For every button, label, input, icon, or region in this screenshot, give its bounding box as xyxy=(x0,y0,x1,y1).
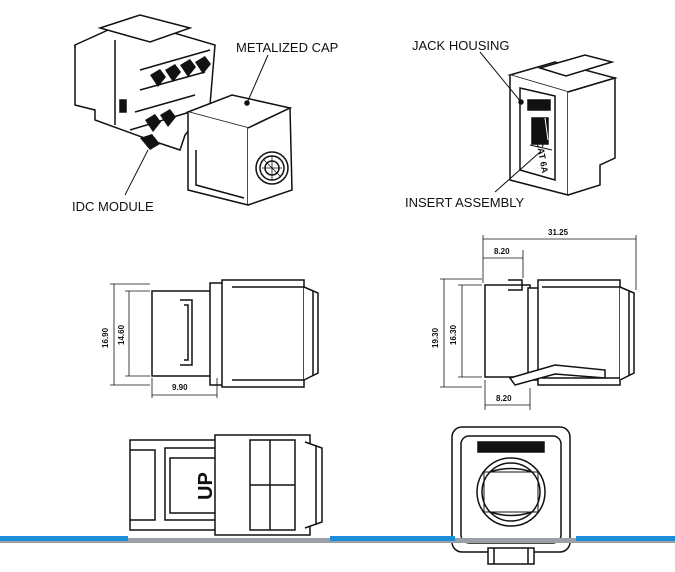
dim-left-height-outer: 16.90 xyxy=(101,327,110,348)
iso-jack-assembled xyxy=(507,54,618,196)
dim-right-height-inner: 16.30 xyxy=(449,324,458,345)
dim-right-bottom-offset: 8.20 xyxy=(496,394,512,403)
top-view-up-label: UP xyxy=(195,472,217,500)
leader-idc-module xyxy=(124,149,149,196)
dim-right-top-offset: 8.20 xyxy=(494,247,510,256)
leader-metalized-cap xyxy=(246,54,269,104)
side-view-left xyxy=(151,279,319,388)
label-jack-housing: JACK HOUSING xyxy=(412,38,510,53)
side-view-left-dimensions xyxy=(110,283,218,398)
front-view xyxy=(451,426,571,565)
dim-right-height-outer: 19.30 xyxy=(431,327,440,348)
label-metalized-cap: METALIZED CAP xyxy=(236,40,338,55)
label-insert-assembly: INSERT ASSEMBLY xyxy=(405,195,525,210)
dim-right-overall-length: 31.25 xyxy=(548,228,569,237)
leader-insert-assembly xyxy=(494,151,541,193)
dim-left-height-inner: 14.60 xyxy=(117,324,126,345)
label-idc-module: IDC MODULE xyxy=(72,199,154,214)
top-view xyxy=(129,434,323,536)
leader-jack-housing xyxy=(479,51,522,103)
side-view-right xyxy=(484,279,635,386)
iso-jack-exploded xyxy=(74,14,293,206)
footer-divider xyxy=(0,536,675,543)
side-view-right-dimensions xyxy=(440,235,637,410)
dim-left-width-bottom: 9.90 xyxy=(172,383,188,392)
